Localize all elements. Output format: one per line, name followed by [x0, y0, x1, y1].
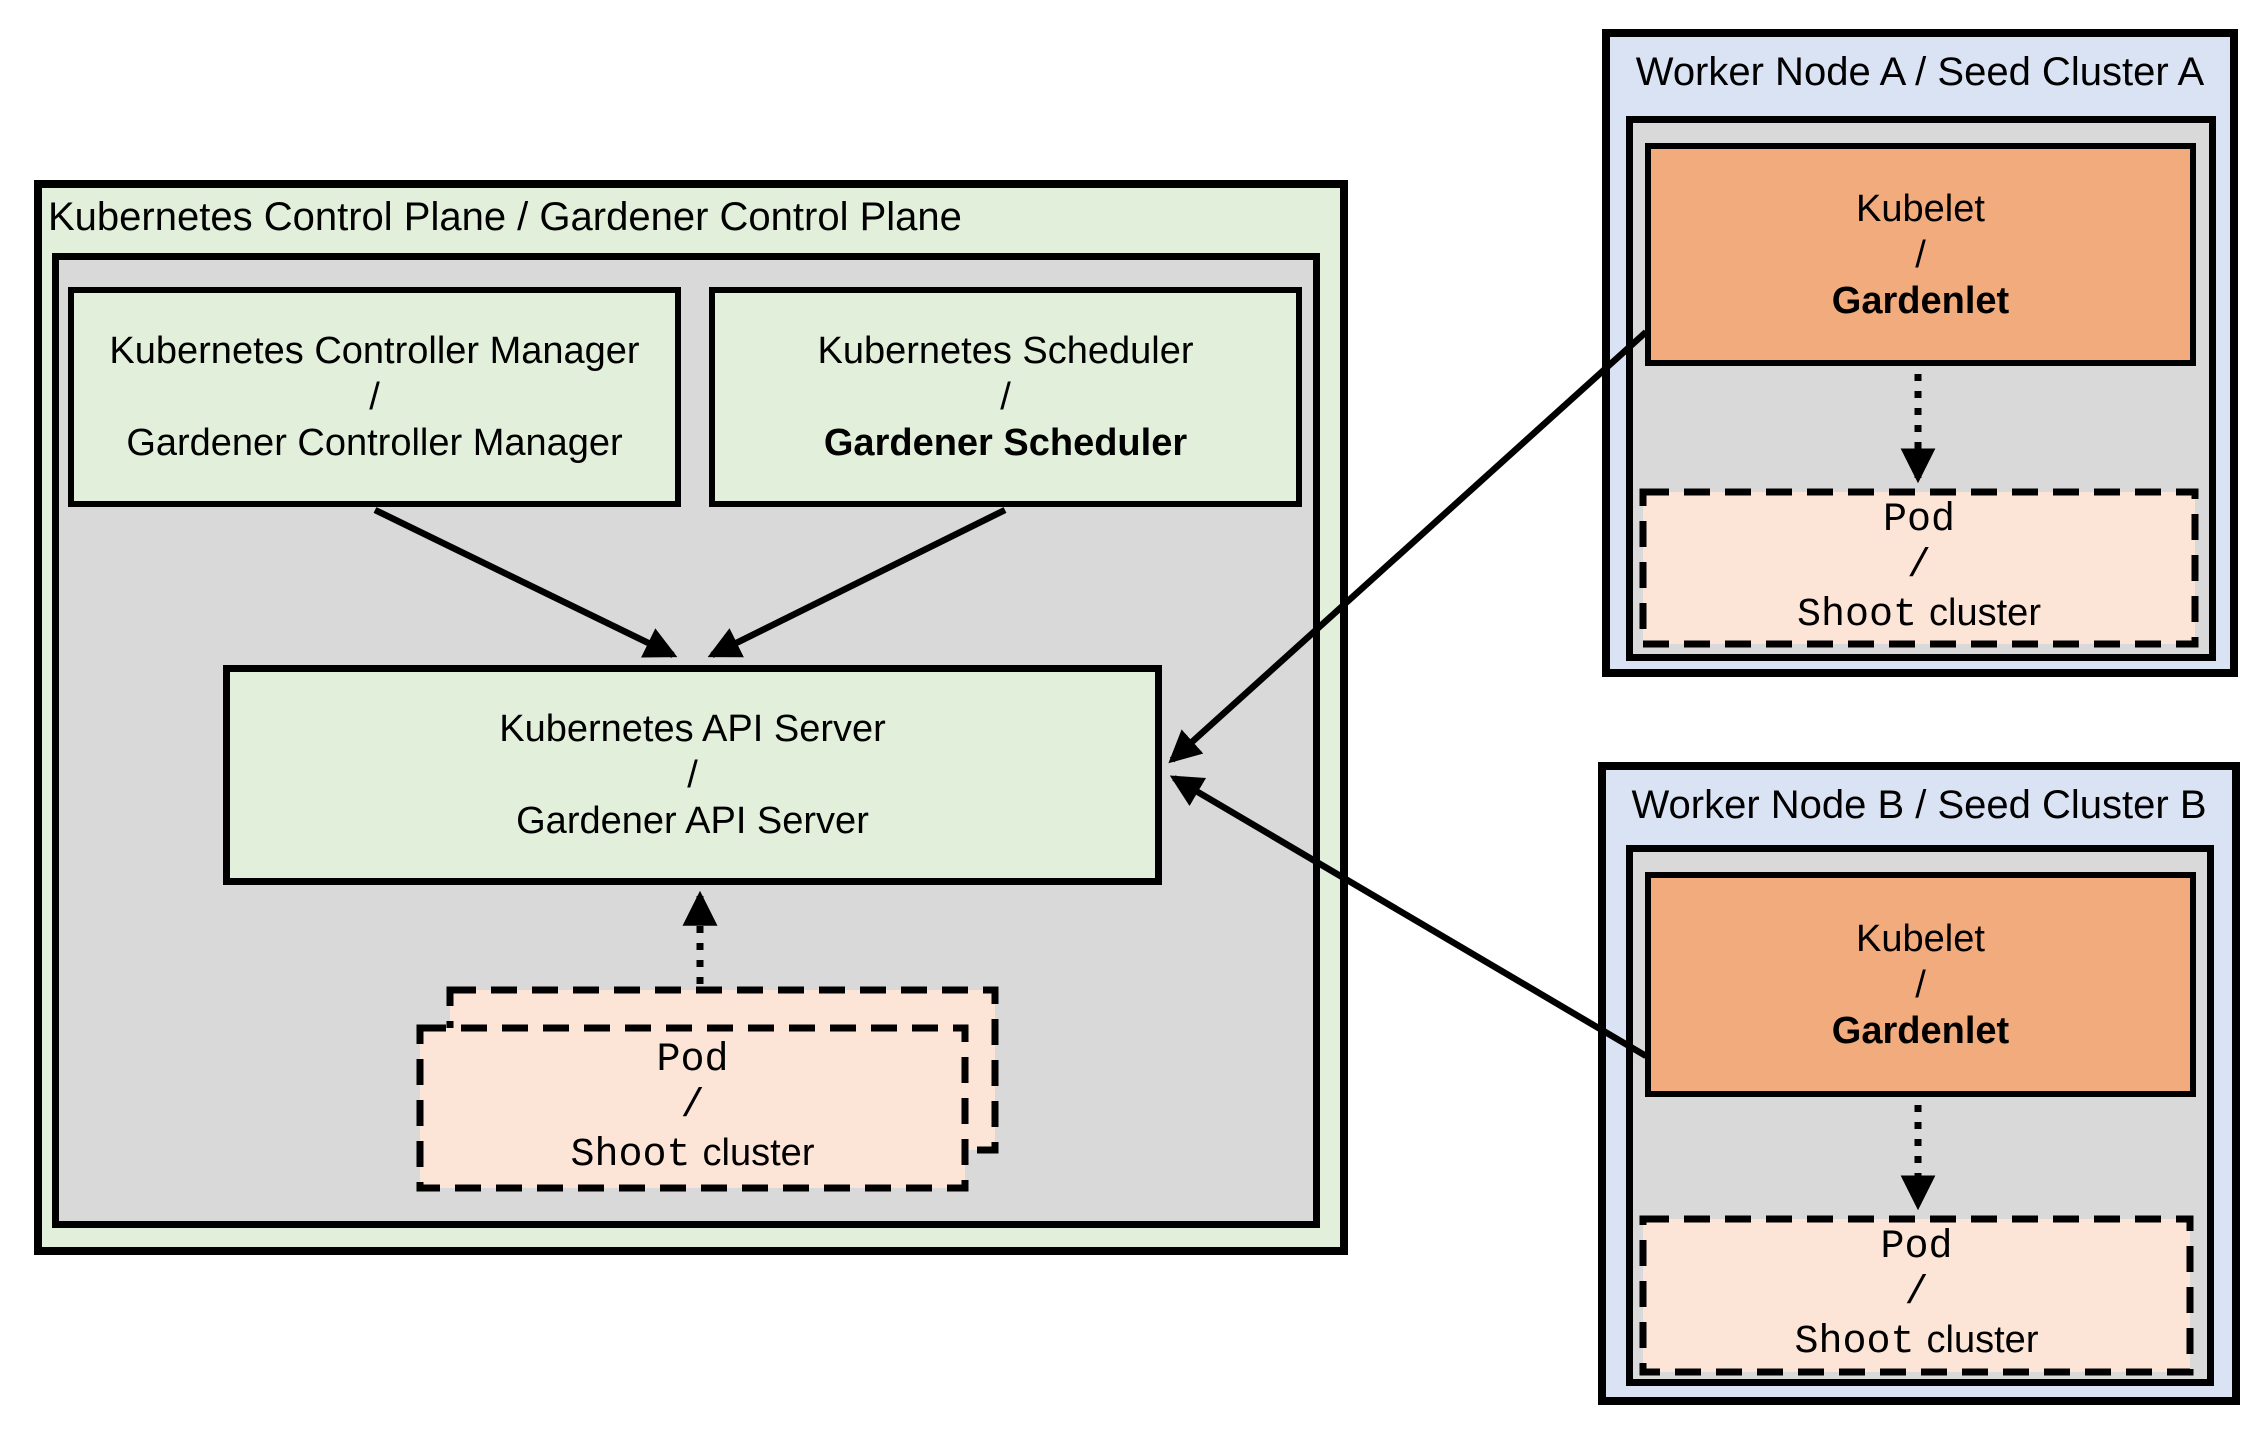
controller-manager-separator: / — [369, 376, 380, 418]
pod-b-separator: / — [1904, 1271, 1929, 1316]
api-server-box: Kubernetes API Server / Gardener API Ser… — [223, 665, 1162, 885]
kubelet-b-line1: Kubelet — [1856, 917, 1985, 960]
scheduler-separator: / — [1000, 376, 1011, 418]
pod-stack-line2-code: Shoot — [570, 1132, 691, 1178]
control-plane-title: Kubernetes Control Plane / Gardener Cont… — [48, 195, 962, 239]
scheduler-box: Kubernetes Scheduler / Gardener Schedule… — [709, 287, 1302, 507]
controller-manager-line1: Kubernetes Controller Manager — [109, 330, 640, 372]
pod-b-label: Pod / Shoot cluster — [1643, 1219, 2190, 1372]
pod-a-line2-code: Shoot — [1797, 592, 1918, 638]
pod-b-line1: Pod — [1880, 1225, 1953, 1270]
controller-manager-box: Kubernetes Controller Manager / Gardener… — [68, 287, 681, 507]
kubelet-a-box: Kubelet / Gardenlet — [1645, 143, 2196, 366]
pod-stack-separator: / — [680, 1083, 705, 1129]
shoot-pod-stack-label: Pod / Shoot cluster — [420, 1028, 965, 1188]
worker-node-b-title: Worker Node B / Seed Cluster B — [1631, 783, 2207, 827]
kubelet-a-line2: Gardenlet — [1831, 279, 2010, 322]
kubelet-b-separator: / — [1915, 963, 1926, 1006]
api-server-line1: Kubernetes API Server — [499, 708, 886, 750]
worker-node-a-title: Worker Node A / Seed Cluster A — [1635, 50, 2205, 94]
pod-a-line2: Shoot cluster — [1797, 590, 2041, 639]
pod-b-line2-code: Shoot — [1794, 1320, 1915, 1365]
controller-manager-line2: Gardener Controller Manager — [126, 422, 623, 464]
pod-a-label: Pod / Shoot cluster — [1643, 492, 2195, 644]
kubelet-b-line2: Gardenlet — [1831, 1009, 2010, 1052]
pod-a-line1: Pod — [1882, 497, 1955, 543]
pod-stack-line1: Pod — [656, 1037, 729, 1083]
kubelet-a-separator: / — [1915, 233, 1926, 276]
pod-a-line2-text: cluster — [1929, 591, 2041, 634]
scheduler-line2: Gardener Scheduler — [823, 422, 1188, 464]
pod-b-line2-text: cluster — [1926, 1319, 2039, 1361]
api-server-line2: Gardener API Server — [516, 800, 869, 842]
pod-b-line2: Shoot cluster — [1795, 1317, 2039, 1366]
api-server-separator: / — [687, 754, 698, 796]
scheduler-line1: Kubernetes Scheduler — [817, 330, 1194, 372]
pod-a-separator: / — [1906, 543, 1931, 589]
pod-stack-line2-text: cluster — [702, 1131, 815, 1174]
kubelet-b-box: Kubelet / Gardenlet — [1645, 872, 2196, 1097]
pod-stack-line2: Shoot cluster — [571, 1130, 815, 1179]
kubelet-a-line1: Kubelet — [1856, 187, 1985, 230]
